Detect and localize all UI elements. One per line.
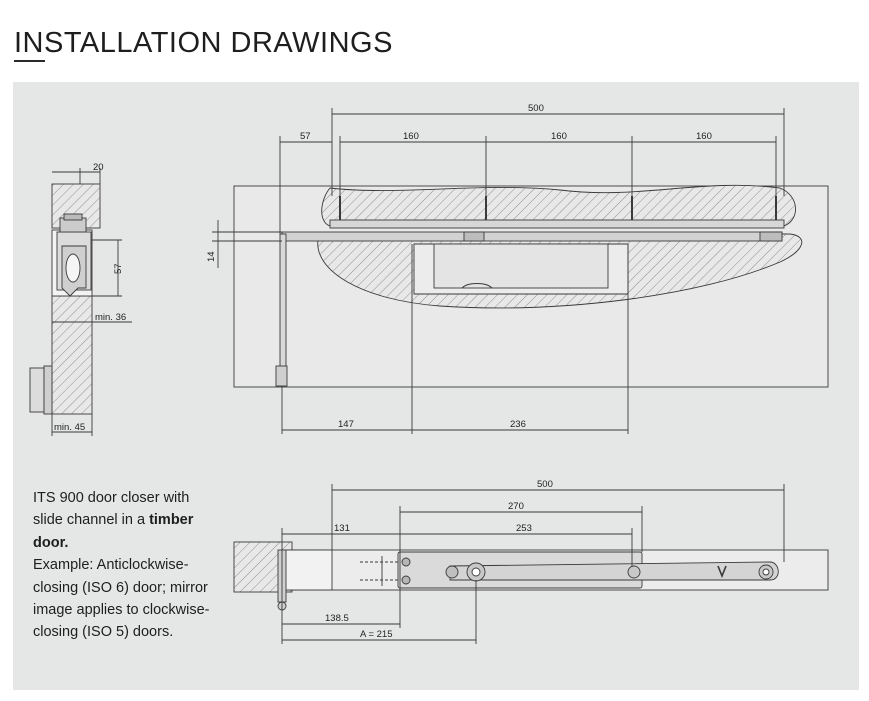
arm-logo-mark (717, 565, 727, 579)
dim-label-57-side: 57 (113, 263, 124, 274)
door-edge-plan (281, 549, 333, 591)
dim-label-160-a: 160 (403, 131, 419, 142)
fixing-screw-2 (401, 575, 411, 585)
arm-slider (463, 231, 485, 242)
closer-slot (65, 253, 81, 283)
hinge (29, 367, 45, 413)
dim-label-236: 236 (510, 419, 526, 430)
arm-pivot-hole (471, 567, 481, 577)
arm-joint (627, 565, 641, 579)
dim-label-500-plan: 500 (537, 479, 553, 490)
dim-label-253: 253 (516, 523, 532, 534)
dim-label-500-front: 500 (528, 103, 544, 114)
dim-label-270: 270 (508, 501, 524, 512)
hinge-edge (279, 233, 287, 385)
dim-label-131: 131 (334, 523, 350, 534)
closer-spindle-arc (461, 283, 493, 289)
dim-label-20: 20 (93, 162, 104, 173)
dim-label-160-b: 160 (551, 131, 567, 142)
dim-label-a215: A = 215 (360, 629, 393, 640)
fixing-screw-1 (401, 557, 411, 567)
dim-label-14: 14 (206, 251, 217, 262)
dim-label-147: 147 (338, 419, 354, 430)
description-timber-door: timber door. (33, 512, 194, 551)
installation-description: ITS 900 door closer with slide channel i… (33, 487, 223, 644)
dim-label-160-c: 160 (696, 131, 712, 142)
description-intro: ITS 900 door closer with slide channel i… (33, 490, 190, 529)
arm-pin-side (63, 213, 83, 221)
hinge-front (275, 365, 288, 387)
description-example: Example: Anticlockwise-closing (ISO 6) d… (33, 557, 210, 641)
closer-body-front (433, 243, 609, 289)
title-underline (14, 60, 45, 62)
front-view (212, 108, 829, 434)
side-view (29, 168, 132, 436)
plan-view (233, 484, 829, 644)
closer-arm-plan (449, 561, 779, 581)
slide-channel (329, 219, 785, 229)
dim-label-min36: min. 36 (95, 312, 126, 323)
page-title: INSTALLATION DRAWINGS (14, 27, 393, 60)
dim-label-57-front: 57 (300, 131, 311, 142)
closer-arm-front (281, 231, 783, 242)
arm-end (759, 231, 783, 242)
arm-roller-hole (762, 568, 770, 576)
hinge-knuckle (43, 365, 53, 415)
door-leaf-section (51, 295, 93, 415)
valve (445, 565, 459, 579)
dim-label-138-5: 138.5 (325, 613, 349, 624)
dim-label-min45: min. 45 (54, 422, 85, 433)
